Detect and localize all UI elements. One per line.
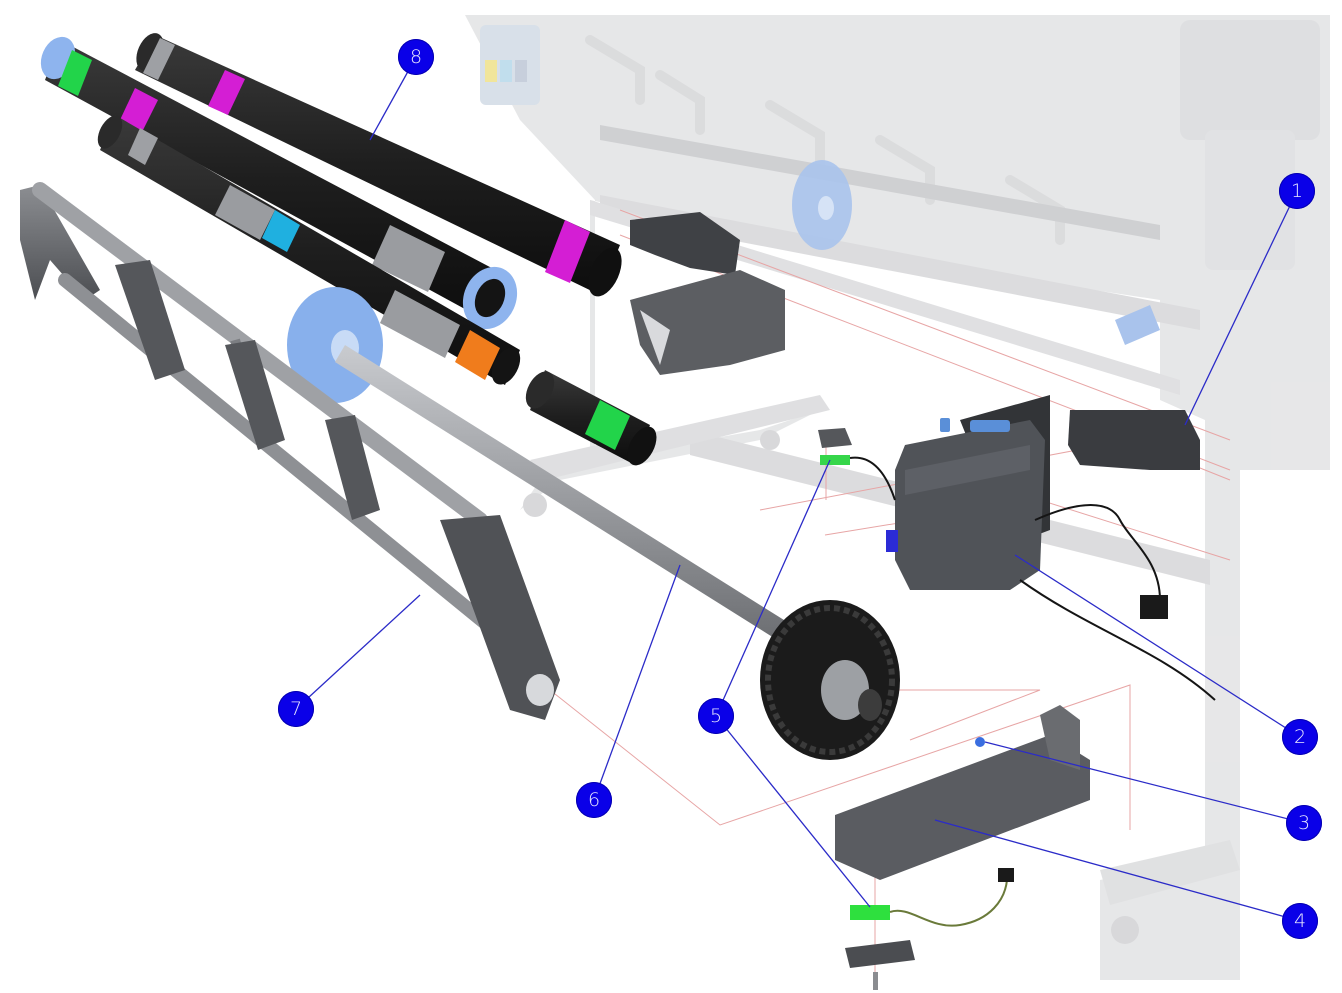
printer-spindle-hub <box>792 160 1160 345</box>
spindle-tube-2 <box>40 36 518 330</box>
callout-7[interactable]: 7 <box>278 691 314 727</box>
spindle-rod <box>335 345 800 648</box>
spindle-tube-3 <box>97 115 521 385</box>
callout-4-label: 4 <box>1293 910 1307 932</box>
printer-body-background <box>465 15 1330 980</box>
callout-1[interactable]: 1 <box>1279 173 1315 209</box>
loading-frame <box>20 182 560 720</box>
spindle-tube-short <box>525 370 657 466</box>
upper-sensor-assembly <box>818 428 896 501</box>
callout-4[interactable]: 4 <box>1282 903 1318 939</box>
callout-1-label: 1 <box>1290 180 1304 202</box>
callout-2-label: 2 <box>1293 726 1307 748</box>
callout-7-label: 7 <box>289 698 303 720</box>
leader-lines <box>295 56 1305 922</box>
callout-8-label: 8 <box>409 46 423 68</box>
callout-5[interactable]: 5 <box>698 698 734 734</box>
callout-3[interactable]: 3 <box>1286 805 1322 841</box>
sensor-base-housing <box>835 705 1090 880</box>
motor-drive-housing <box>886 395 1216 701</box>
spindle-end-hub <box>760 600 900 760</box>
spindle-tube-1 <box>135 33 622 297</box>
callout-6[interactable]: 6 <box>576 782 612 818</box>
callout-8[interactable]: 8 <box>398 39 434 75</box>
left-spindle-holder <box>630 212 785 375</box>
right-spindle-holder <box>1068 410 1200 470</box>
callout-3-label: 3 <box>1297 812 1311 834</box>
callout-5-label: 5 <box>709 705 723 727</box>
callout-6-label: 6 <box>587 789 601 811</box>
lower-sensor-assembly <box>845 868 1014 990</box>
callout-2[interactable]: 2 <box>1282 719 1318 755</box>
